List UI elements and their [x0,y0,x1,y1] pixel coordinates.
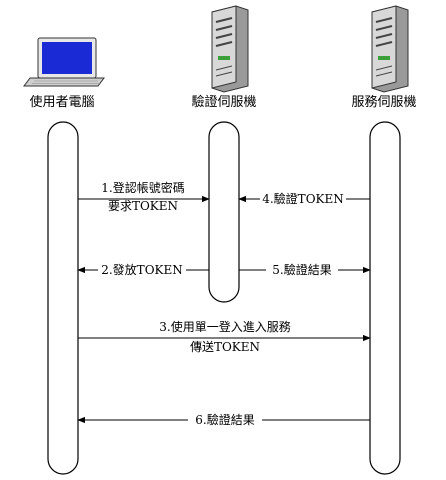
message-1-line1: 1.登認帳號密碼 [101,180,184,195]
laptop-icon [23,37,105,87]
user-lifeline [47,121,79,475]
message-2-label: 2.發放TOKEN [101,262,183,277]
message-3-line1: 3.使用單一登入進入服務 [159,319,290,334]
service-lifeline [369,121,401,475]
server-icon [211,5,249,93]
actor-user-label: 使用者電腦 [29,94,94,110]
message-3-line2: 傳送TOKEN [190,339,260,354]
auth-lifeline [208,121,240,303]
message-6-label: 6.驗證結果 [195,412,254,427]
server-icon [371,5,409,93]
message-1-line2: 要求TOKEN [108,199,178,213]
actor-auth-label: 驗證伺服機 [191,94,256,110]
actor-service-label: 服務伺服機 [351,95,416,110]
message-4-label: 4.驗證TOKEN [262,191,344,206]
message-5-label: 5.驗證結果 [272,262,331,277]
